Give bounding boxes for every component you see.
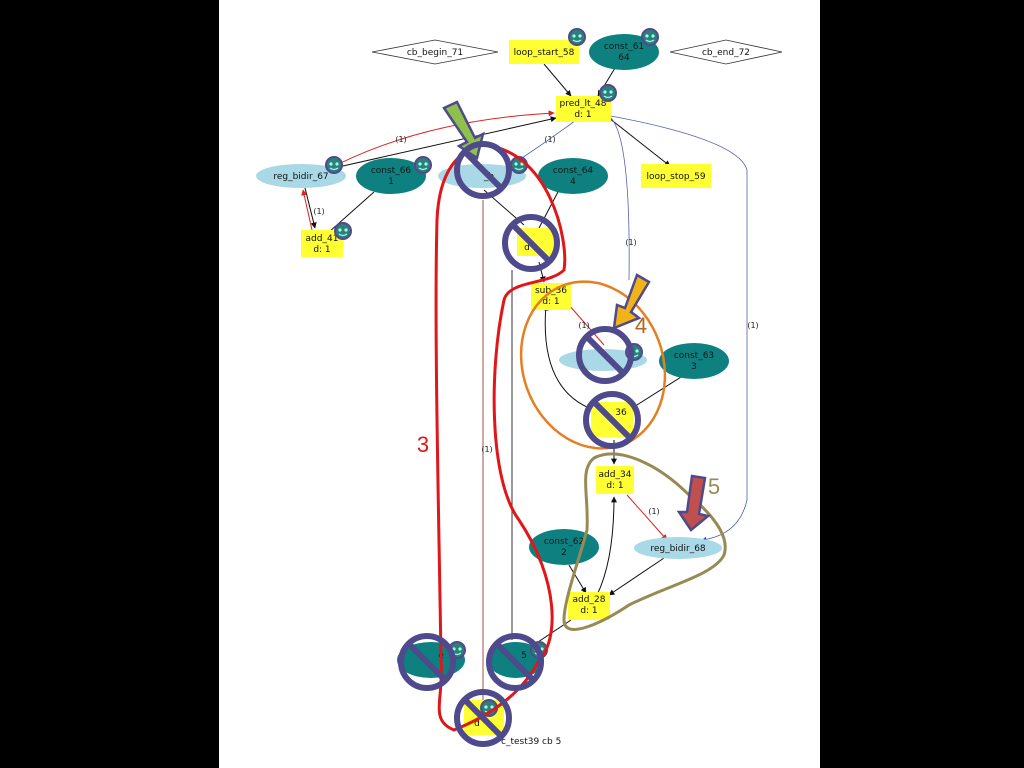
node-add-28: add_28 d: 1 — [568, 592, 610, 620]
annotation-3: 3 — [417, 432, 429, 457]
node-const-62: const_62 2 — [529, 529, 599, 565]
node-pred-lt-48: pred_lt_48 d: 1 — [556, 96, 611, 122]
svg-text:add_28: add_28 — [573, 595, 606, 605]
edge-label: (1) — [747, 321, 758, 330]
svg-text:d: 1: d: 1 — [542, 297, 559, 307]
node-loop-stop-59: loop_stop_59 — [641, 164, 711, 188]
edge-sub36-regb2-red — [568, 304, 605, 346]
node-cb-begin-71: cb_begin_71 — [371, 39, 499, 65]
orange-arrow-icon — [612, 273, 651, 330]
svg-text:reg_bidir_68: reg_bidir_68 — [650, 544, 706, 554]
svg-text:3: 3 — [691, 362, 697, 372]
red-arrow-icon — [676, 474, 711, 532]
badge-icon — [414, 156, 432, 174]
node-const-64: const_64 4 — [538, 158, 608, 194]
edge-pred-reg68-blue — [610, 115, 748, 542]
edge-label: (1) — [648, 507, 659, 516]
node-const-66: const_66 1 — [356, 158, 426, 194]
svg-text:loop_start_58: loop_start_58 — [514, 48, 575, 58]
svg-text:const_64: const_64 — [553, 166, 594, 176]
node-reg-bidir-68: reg_bidir_68 — [634, 537, 722, 559]
edge-add41-reg67 — [301, 189, 313, 231]
edge-label: (1) — [625, 238, 636, 247]
edge-const62-add28 — [568, 564, 587, 594]
edge-pred-regb — [518, 117, 580, 161]
svg-text:36: 36 — [615, 408, 627, 418]
edge-node36-sub36 — [542, 304, 595, 411]
svg-text:d: d — [474, 719, 480, 729]
badge-icon — [641, 28, 659, 46]
svg-text:const_63: const_63 — [674, 351, 714, 361]
svg-text:d: 1: d: 1 — [580, 606, 597, 616]
edge-loopstart-pred — [543, 63, 572, 97]
svg-text:d: 1: d: 1 — [606, 481, 623, 491]
edge-label: (1) — [395, 135, 406, 144]
edge-add28-add34 — [596, 496, 617, 596]
dataflow-graph: (1) (1) (1) (1) (1) (1) (1) (1) cb_begin… — [256, 28, 783, 747]
edge-label: (1) — [544, 135, 555, 144]
node-const-63: const_63 3 — [659, 343, 729, 379]
svg-text:cb_end_72: cb_end_72 — [702, 48, 750, 58]
edge-const63-node36 — [628, 371, 690, 411]
edge-reg67-pred — [333, 116, 557, 169]
node-const-61: const_61 64 — [589, 34, 659, 70]
node-loop-start-58: loop_start_58 — [509, 40, 579, 64]
svg-text:d: 1: d: 1 — [313, 245, 330, 255]
annotation-4: 4 — [635, 313, 647, 338]
edge-label: (1) — [481, 445, 492, 454]
badge-icon — [568, 28, 586, 46]
svg-text:add_34: add_34 — [599, 470, 632, 480]
svg-text:pred_lt_48: pred_lt_48 — [560, 99, 607, 109]
svg-text:2: 2 — [561, 548, 567, 558]
svg-text:const_61: const_61 — [604, 42, 644, 52]
edge-add34-reg68 — [626, 494, 668, 541]
node-reg-bidir-67: reg_bidir_67 — [256, 164, 346, 188]
svg-text:d: 1: d: 1 — [574, 110, 591, 120]
svg-text:5: 5 — [521, 651, 527, 661]
svg-text:64: 64 — [618, 53, 630, 63]
edge-label: (1) — [578, 321, 589, 330]
edge-pred-loopstop — [608, 117, 671, 167]
badge-icon — [599, 84, 617, 102]
svg-text:4: 4 — [570, 177, 576, 187]
edge-reg68-add28 — [608, 557, 665, 596]
node-cb-end-72: cb_end_72 — [669, 39, 783, 65]
graph-caption: c_test39 cb 5 — [501, 737, 561, 747]
badge-icon — [334, 222, 352, 240]
svg-text:1: 1 — [388, 177, 394, 187]
slide-canvas: (1) (1) (1) (1) (1) (1) (1) (1) cb_begin… — [219, 0, 820, 768]
svg-text:reg_bidir_67: reg_bidir_67 — [273, 172, 328, 182]
svg-text:cb_begin_71: cb_begin_71 — [407, 48, 463, 58]
edge-pred-down-blue — [610, 117, 630, 281]
edge-label: (1) — [313, 207, 324, 216]
svg-text:const_66: const_66 — [371, 166, 412, 176]
svg-text:const_62: const_62 — [544, 537, 584, 547]
svg-text:add_41: add_41 — [306, 234, 339, 244]
svg-text:loop_stop_59: loop_stop_59 — [646, 172, 705, 182]
edge-reg67-pred-red — [322, 110, 555, 173]
svg-text:d: d — [524, 243, 530, 253]
annotation-5: 5 — [708, 474, 720, 499]
badge-icon — [325, 156, 343, 174]
node-add-34: add_34 d: 1 — [596, 466, 634, 494]
